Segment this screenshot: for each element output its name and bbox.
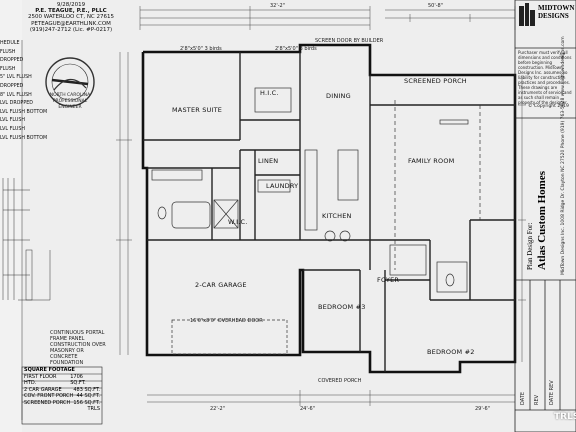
- legend-item: 5" LVL FLUSH: [0, 75, 32, 81]
- legend-item: LVL DROPPED: [0, 101, 33, 107]
- engineer-date: 9/28/2019: [56, 2, 86, 8]
- overhead-door-note: 16'0"x8'0" OVERHEAD DOOR: [190, 318, 263, 324]
- engineer-block: 9/28/2019 P.E. TEAGUE, P.E., PLLC 2500 W…: [26, 2, 116, 33]
- title-col-rev2: DATE REV: [549, 380, 555, 405]
- room-label-hic: H.I.C.: [260, 89, 279, 97]
- legend-item: FLUSH: [0, 49, 16, 55]
- sqft-value: 483 SQ.FT.: [73, 386, 100, 393]
- room-label-screened-porch: SCREENED PORCH: [404, 77, 467, 85]
- legend-item: DROPPED: [0, 83, 24, 89]
- legend-item: LVL FLUSH: [0, 118, 25, 124]
- sqft-value: 44 SQ.FT.: [76, 393, 101, 399]
- room-label-kitchen: KITCHEN: [322, 212, 352, 220]
- room-label-garage: 2-CAR GARAGE: [195, 281, 247, 289]
- sqft-label: FIRST FLOOR HTD.: [24, 373, 57, 387]
- covered-porch-note: COVERED PORCH: [318, 378, 362, 384]
- legend-item: DROPPED: [0, 58, 24, 64]
- table-row: 2 CAR GARAGE 483 SQ.FT.: [22, 387, 102, 394]
- room-label-foyer: FOYER: [377, 276, 400, 284]
- room-label-wic: W.I.C.: [228, 218, 248, 226]
- legend-item: LVL FLUSH BOTTOM: [0, 135, 48, 141]
- bottom-dim: 29'-6": [475, 406, 491, 412]
- legend-item: HEDULE: [0, 41, 20, 46]
- firm-name: MIDTOWN: [538, 4, 575, 12]
- room-label-linen: LINEN: [258, 157, 279, 165]
- portal-frame-note: CONTINUOUS PORTAL FRAME PANEL CONSTRUCTI…: [50, 330, 106, 366]
- engineer-address: 2500 WATERLOO CT, NC 27615: [27, 14, 115, 21]
- room-label-bedroom-2: BEDROOM #2: [427, 348, 475, 356]
- dim-label: 50'-8": [428, 3, 444, 9]
- bottom-dim: 24'-6": [300, 406, 316, 412]
- dim-label: 32'-2": [270, 3, 286, 9]
- dim-label: 2'8"x5'0" 3 birds: [275, 46, 317, 52]
- legend-item: LVL FLUSH BOTTOM: [0, 109, 48, 115]
- firm-name-2: DESIGNS: [538, 12, 569, 20]
- sqft-value: 1706 SQ.FT.: [70, 373, 86, 387]
- bottom-dim: 22'-2": [210, 406, 226, 412]
- dim-label: SCREEN DOOR BY BUILDER: [315, 38, 384, 44]
- dim-label: 2'8"x5'0" 3 birds: [180, 46, 222, 52]
- sqft-value: TRLS: [87, 406, 101, 412]
- sqft-label: SCREENED PORCH: [24, 399, 71, 406]
- square-footage-table: SQUARE FOOTAGE FIRST FLOOR HTD. 1706 SQ.F…: [22, 367, 102, 413]
- copyright-notice: Purchaser must verify all dimensions and…: [518, 50, 572, 105]
- title-col-date: DATE: [520, 391, 526, 405]
- sqft-header: SQUARE FOOTAGE: [22, 367, 102, 374]
- engineer-email: PETEAGUE@EARTHLINK.COM: [31, 20, 111, 27]
- room-label-master-suite: MASTER SUITE: [172, 106, 223, 114]
- title-block-logo: MIDTOWN DESIGNS: [538, 4, 576, 20]
- sqft-header-label: SQUARE FOOTAGE: [24, 367, 75, 373]
- engineer-seal-icon: [45, 57, 95, 107]
- watermark: TRLS: [554, 412, 576, 422]
- room-label-bedroom-3: BEDROOM #3: [318, 303, 366, 311]
- plan-design-for: Plan Design For:: [526, 222, 534, 270]
- firm-contact: MidTown Designs Inc. 1008 Ridge Dr. Clay…: [561, 36, 566, 275]
- client-name: Atlas Custom Homes: [536, 171, 548, 270]
- seal-text: NORTH CAROLINA PROFESSIONAL ENGINEER: [49, 93, 91, 110]
- engineer-name: P.E. TEAGUE, P.E., PLLC: [35, 8, 107, 15]
- room-label-family-room: FAMILY ROOM: [408, 157, 455, 165]
- copyright-year: © Copyright 2019: [528, 104, 569, 109]
- room-label-dining: DINING: [326, 92, 351, 100]
- room-label-laundry: LAUNDRY: [266, 182, 299, 190]
- legend-item: LVL FLUSH: [0, 126, 25, 132]
- legend-item: 8" LVL FLUSH: [0, 92, 32, 98]
- title-col-rev: REV: [534, 394, 540, 405]
- sqft-label: COV. FRONT PORCH: [24, 393, 74, 399]
- legend-notes: HEDULE FLUSH DROPPED FLUSH 5" LVL FLUSH …: [0, 40, 47, 143]
- sqft-label: 2 CAR GARAGE: [24, 386, 62, 393]
- sqft-value: 156 SQ.FT.: [73, 399, 100, 406]
- engineer-phone: (919)247-2712 (Lic. #P-0217): [29, 26, 113, 33]
- table-row: FIRST FLOOR HTD. 1706 SQ.FT.: [22, 374, 102, 387]
- midtown-logo-icon: [519, 3, 535, 26]
- table-row: TRLS: [22, 406, 102, 413]
- legend-item: FLUSH: [0, 66, 16, 72]
